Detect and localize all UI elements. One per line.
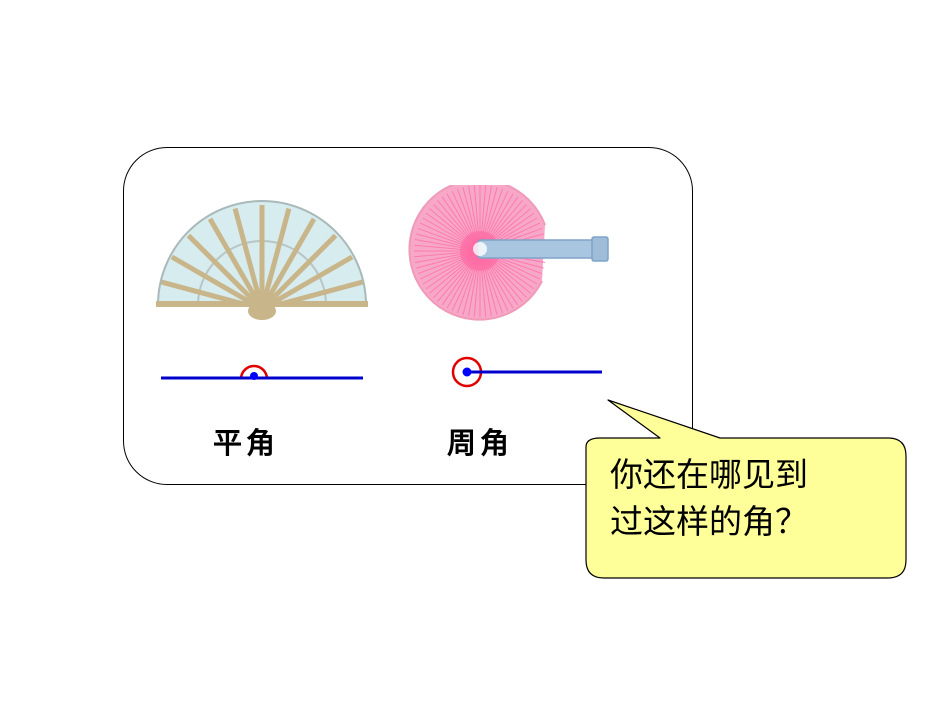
round-fan-line xyxy=(462,187,481,252)
round-fan-line xyxy=(414,250,481,263)
round-fan-line xyxy=(437,250,481,302)
round-fan-line xyxy=(419,222,481,252)
fan-rib xyxy=(259,217,317,305)
round-fan-line xyxy=(456,250,481,314)
round-fan-line xyxy=(422,217,481,252)
full-angle-label: 周角 xyxy=(447,426,514,460)
round-fan-line xyxy=(417,250,481,275)
round-fan-line xyxy=(451,250,481,312)
round-fan-line xyxy=(446,250,481,309)
round-fan-line xyxy=(479,250,528,299)
callout-question: 你还在哪见到 过这样的角？ xyxy=(610,451,890,545)
round-fan-line xyxy=(429,208,481,252)
round-fan-line xyxy=(479,250,519,306)
round-fan-line xyxy=(429,250,481,294)
round-fan-line xyxy=(432,250,481,299)
round-fan-line xyxy=(473,250,481,317)
straight-angle-diagram xyxy=(161,364,363,380)
round-fan-line xyxy=(451,190,481,252)
round-fan-line xyxy=(479,250,487,317)
round-fan-image xyxy=(408,185,609,321)
fan-rib xyxy=(259,207,292,305)
round-fan-line xyxy=(446,193,481,252)
callout-line-1: 你还在哪见到 xyxy=(610,455,808,494)
round-fan-line xyxy=(437,200,481,252)
fan-rib xyxy=(260,254,354,305)
round-fan-line xyxy=(414,239,481,252)
round-fan-line xyxy=(468,250,481,317)
callout-line-2: 过这样的角？ xyxy=(610,502,808,541)
round-fan-line xyxy=(422,250,481,285)
fan-rib xyxy=(207,217,265,305)
round-fan-line xyxy=(416,250,481,269)
folding-fan-image xyxy=(156,200,368,320)
round-fan-line xyxy=(416,233,481,252)
round-fan-line xyxy=(468,185,481,252)
example-panel xyxy=(123,147,693,485)
round-fan-line xyxy=(462,250,481,315)
round-fan-line xyxy=(441,250,481,306)
full-angle-diagram xyxy=(451,356,602,388)
fan-rib xyxy=(170,254,264,305)
round-fan-line xyxy=(425,212,481,252)
fan-rib xyxy=(260,233,338,305)
round-fan-line xyxy=(432,203,481,252)
angle-mark xyxy=(239,364,269,380)
round-fan-line xyxy=(479,250,498,315)
round-fan-line xyxy=(479,250,504,314)
round-fan-line xyxy=(417,227,481,252)
round-fan-line xyxy=(479,250,514,309)
round-fan-line xyxy=(425,250,481,290)
round-fan-line xyxy=(479,250,523,302)
straight-angle-label: 平角 xyxy=(213,426,280,460)
fan-rib xyxy=(186,233,264,305)
round-fan-line xyxy=(456,188,481,252)
round-fan-line xyxy=(479,250,509,312)
fan-rib xyxy=(232,207,265,305)
round-fan-line xyxy=(419,250,481,280)
vertex-dot xyxy=(462,367,472,377)
round-fan-line xyxy=(479,250,492,317)
vertex-dot xyxy=(250,372,258,380)
round-fan-line xyxy=(414,250,481,258)
round-fan-line xyxy=(441,196,481,252)
round-fan-line xyxy=(414,244,481,252)
